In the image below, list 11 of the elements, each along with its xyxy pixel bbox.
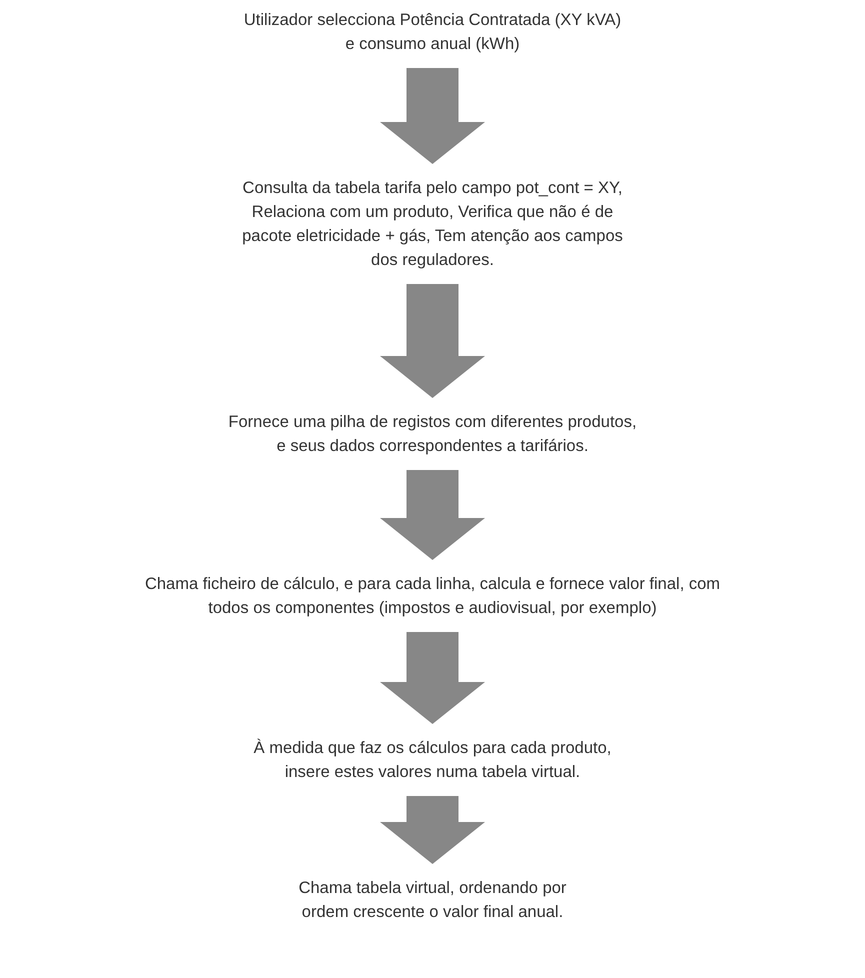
down-arrow <box>380 68 485 164</box>
step-text: À medida que faz os cálculos para cada produto, insere estes valores numa tabela virtual. <box>252 738 612 783</box>
down-arrow <box>380 796 485 864</box>
down-arrow <box>380 284 485 398</box>
down-arrow <box>380 470 485 560</box>
down-arrow <box>380 632 485 724</box>
step-text: Chama ficheiro de cálculo, e para cada linha, calcula e fornece valor final, com todos os componentes (impostos e audiovisual, por exemplo) <box>144 574 722 619</box>
step-text: Chama tabela virtual, ordenando por ordem crescente o valor final anual. <box>298 878 568 923</box>
step-text: Consulta da tabela tarifa pelo campo pot_cont = XY, Relaciona com um produto, Verifica que não é de pacote eletricidade + gás, Tem atenção aos campos dos reguladores. <box>241 178 624 271</box>
step-text: Utilizador selecciona Potência Contratada (XY kVA) e consumo anual (kWh) <box>242 10 622 55</box>
step-text: Fornece uma pilha de registos com diferentes produtos, e seus dados correspondentes a tarifários. <box>227 412 638 457</box>
